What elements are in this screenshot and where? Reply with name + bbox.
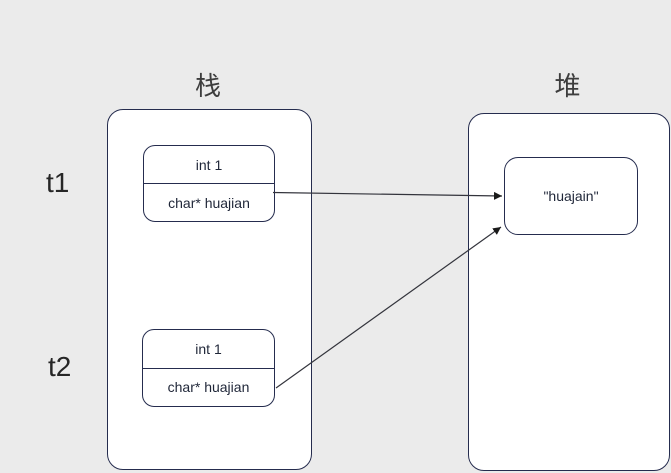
stack-frame-t2: int 1 char* huajian [142, 329, 275, 407]
heap-object-box: "huajain" [504, 157, 638, 235]
stack-title: 栈 [194, 71, 222, 101]
heap-object-value: "huajain" [543, 188, 599, 204]
frame-t1-field-char-pointer: char* huajian [144, 183, 274, 221]
heap-title: 堆 [554, 71, 582, 101]
thread-label-t2: t2 [48, 351, 72, 382]
stack-frame-t1: int 1 char* huajian [143, 145, 275, 222]
frame-t1-field-int: int 1 [195, 156, 223, 173]
thread-label-t1: t1 [46, 167, 70, 198]
frame-t2-field-char-pointer: char* huajian [143, 367, 274, 407]
frame-t2-field-int: int 1 [195, 340, 222, 357]
